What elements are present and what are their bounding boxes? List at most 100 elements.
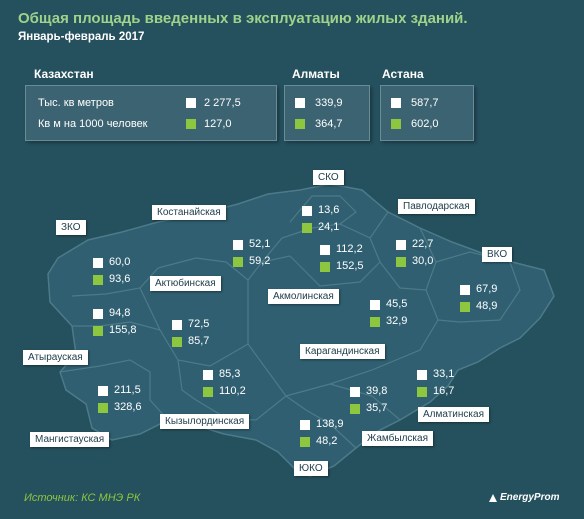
border-atyrau: [72, 321, 161, 331]
almaty-total: 339,9: [315, 97, 343, 109]
region-11-total-marker: [350, 387, 360, 397]
per1000-marker: [295, 119, 305, 129]
region-7-total-value: 72,5: [188, 318, 210, 330]
region-5-total-value: 67,9: [476, 283, 498, 295]
border-kyzylorda: [177, 359, 287, 421]
region-2-total-value: 60,0: [109, 256, 131, 268]
region-8-total-value: 45,5: [386, 298, 408, 310]
region-1-total-marker: [396, 240, 406, 250]
energyprom-logo-icon: [489, 494, 497, 502]
region-8-label: Карагандинская: [300, 344, 385, 359]
region-3-total-marker: [233, 240, 243, 250]
region-0-total-value: 13,6: [318, 204, 340, 216]
total-marker: [295, 98, 305, 108]
brand-logo: EnergyProm: [500, 492, 560, 503]
region-2-total-marker: [93, 258, 103, 268]
region-13-total-value: 138,9: [316, 418, 344, 430]
chart-title: Общая площадь введенных в эксплуатацию ж…: [18, 10, 468, 27]
region-5-per1000-value: 48,9: [476, 300, 498, 312]
region-1-per1000-marker: [396, 257, 406, 267]
region-4-per1000-value: 152,5: [336, 260, 364, 272]
almaty-panel: 339,9 364,7: [284, 85, 370, 141]
kazakhstan-per1000: 127,0: [204, 118, 232, 130]
astana-per1000: 602,0: [411, 118, 439, 130]
total-marker: [186, 98, 196, 108]
region-10-total-value: 85,3: [219, 368, 241, 380]
region-9-per1000-value: 328,6: [114, 401, 142, 413]
country-outline: [47, 183, 555, 477]
border-aktobe: [139, 280, 249, 367]
border-zko: [71, 267, 159, 297]
region-0-per1000-value: 24,1: [318, 221, 340, 233]
border-mangistau: [59, 359, 169, 421]
region-13-label: ЮКО: [294, 461, 328, 476]
region-7-label: Актюбинская: [150, 276, 221, 291]
region-10-per1000-marker: [203, 387, 213, 397]
region-7-per1000-marker: [172, 337, 182, 347]
chart-subtitle: Январь-февраль 2017: [18, 31, 145, 43]
region-7-total-marker: [172, 320, 182, 330]
astana-header: Астана: [382, 67, 424, 81]
region-3-per1000-marker: [233, 257, 243, 267]
almaty-header: Алматы: [292, 67, 340, 81]
region-11-total-value: 39,8: [366, 385, 388, 397]
region-13-total-marker: [300, 420, 310, 430]
region-0-per1000-marker: [302, 223, 312, 233]
region-0-label: СКО: [313, 170, 344, 185]
source-note: Источник: КС МНЭ РК: [24, 492, 141, 504]
region-11-per1000-value: 35,7: [366, 402, 388, 414]
region-2-per1000-marker: [93, 275, 103, 285]
border-vko: [435, 251, 521, 323]
astana-total: 587,7: [411, 97, 439, 109]
border-kostanay: [157, 255, 291, 281]
region-3-label: Костанайская: [152, 205, 226, 220]
region-12-total-value: 33,1: [433, 368, 455, 380]
legend-per1000-label: Кв м на 1000 человек: [38, 118, 148, 130]
border-sko: [289, 195, 357, 225]
region-12-total-marker: [417, 370, 427, 380]
almaty-per1000: 364,7: [315, 118, 343, 130]
region-10-total-marker: [203, 370, 213, 380]
region-4-total-marker: [320, 245, 330, 255]
region-1-per1000-value: 30,0: [412, 255, 434, 267]
kazakhstan-total: 2 277,5: [204, 97, 241, 109]
region-8-per1000-marker: [370, 317, 380, 327]
region-4-per1000-marker: [320, 262, 330, 272]
border-zhambyl: [285, 395, 357, 449]
per1000-marker: [391, 119, 401, 129]
region-5-per1000-marker: [460, 302, 470, 312]
region-4-total-value: 112,2: [336, 243, 363, 255]
region-8-total-marker: [370, 300, 380, 310]
kazakhstan-header: Казахстан: [34, 67, 94, 81]
region-5-total-marker: [460, 285, 470, 295]
region-11-per1000-marker: [350, 404, 360, 414]
region-13-per1000-marker: [300, 437, 310, 447]
region-9-total-marker: [98, 386, 108, 396]
region-0-total-marker: [302, 206, 312, 216]
region-10-per1000-value: 110,2: [219, 385, 246, 397]
border-almaty: [329, 383, 401, 421]
region-3-per1000-value: 59,2: [249, 255, 271, 267]
region-7-per1000-value: 85,7: [188, 335, 210, 347]
region-5-label: ВКО: [482, 247, 513, 262]
astana-panel: 587,7 602,0: [380, 85, 474, 141]
region-13-per1000-value: 48,2: [316, 435, 338, 447]
region-6-per1000-value: 155,8: [109, 324, 137, 336]
region-6-total-marker: [93, 309, 103, 319]
region-9-per1000-marker: [98, 403, 108, 413]
region-4-label: Акмолинская: [268, 289, 339, 304]
kazakhstan-panel: Тыс. кв метров Кв м на 1000 человек 2 27…: [25, 85, 277, 141]
region-1-total-value: 22,7: [412, 238, 434, 250]
region-1-label: Павлодарская: [398, 199, 475, 214]
region-11-label: Жамбылская: [362, 431, 433, 446]
per1000-marker: [186, 119, 196, 129]
region-3-total-value: 52,1: [249, 238, 271, 250]
region-9-total-value: 211,5: [114, 384, 141, 396]
region-6-per1000-marker: [93, 326, 103, 336]
region-8-per1000-value: 32,9: [386, 315, 408, 327]
region-6-label: Атырауская: [23, 350, 88, 365]
region-12-per1000-marker: [417, 387, 427, 397]
region-6-total-value: 94,8: [109, 307, 131, 319]
region-2-label: ЗКО: [56, 220, 86, 235]
